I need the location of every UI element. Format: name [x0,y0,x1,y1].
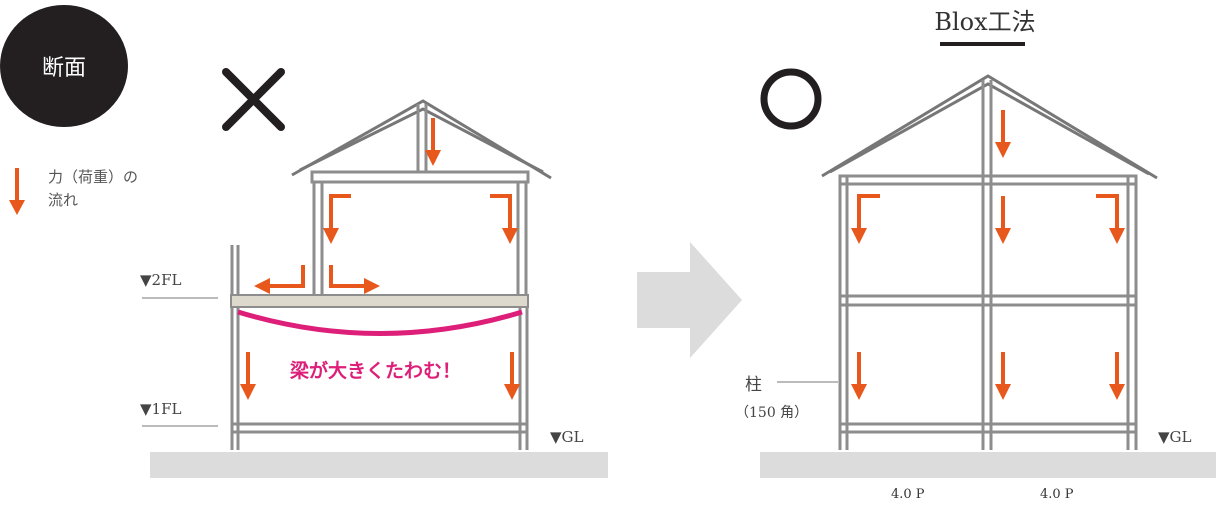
section-badge-label: 断面 [41,56,86,81]
legend-line-1: 力（荷重）の [48,168,139,186]
method-title: Blox工法 [934,8,1036,36]
legend-line-2: 流れ [48,191,79,209]
left-frame [230,104,530,450]
right-roof [821,74,1158,180]
left-load-arrows [240,118,520,400]
right-load-arrows [851,110,1125,400]
legend-arrow-icon [9,168,25,215]
beam-sag-curve [237,309,523,336]
transition-arrow-icon [637,242,742,358]
floor-beam-left [230,294,529,308]
level-gl-left-label: ▼GL [550,428,584,446]
level-gl-right-label: ▼GL [1158,428,1192,446]
span-dimension-1: 4.0 P [891,487,925,502]
ng-cross-icon [222,68,285,131]
pillar-label: 柱 [745,375,762,395]
legend-text: 力（荷重）の 流れ [48,166,198,212]
level-1fl-label: ▼1FL [140,400,182,418]
right-frame [838,80,1138,450]
ok-circle-icon [760,68,822,130]
beam-sag-text: 梁が大きくたわむ！ [290,360,462,382]
level-2fl-label: ▼2FL [140,271,182,289]
left-roof [291,99,552,180]
section-badge: 断面 [0,5,128,127]
ground-left [150,452,608,478]
ground-right [760,452,1216,478]
span-dimension-2: 4.0 P [1040,487,1074,502]
pillar-spec: （150 角） [735,405,809,421]
